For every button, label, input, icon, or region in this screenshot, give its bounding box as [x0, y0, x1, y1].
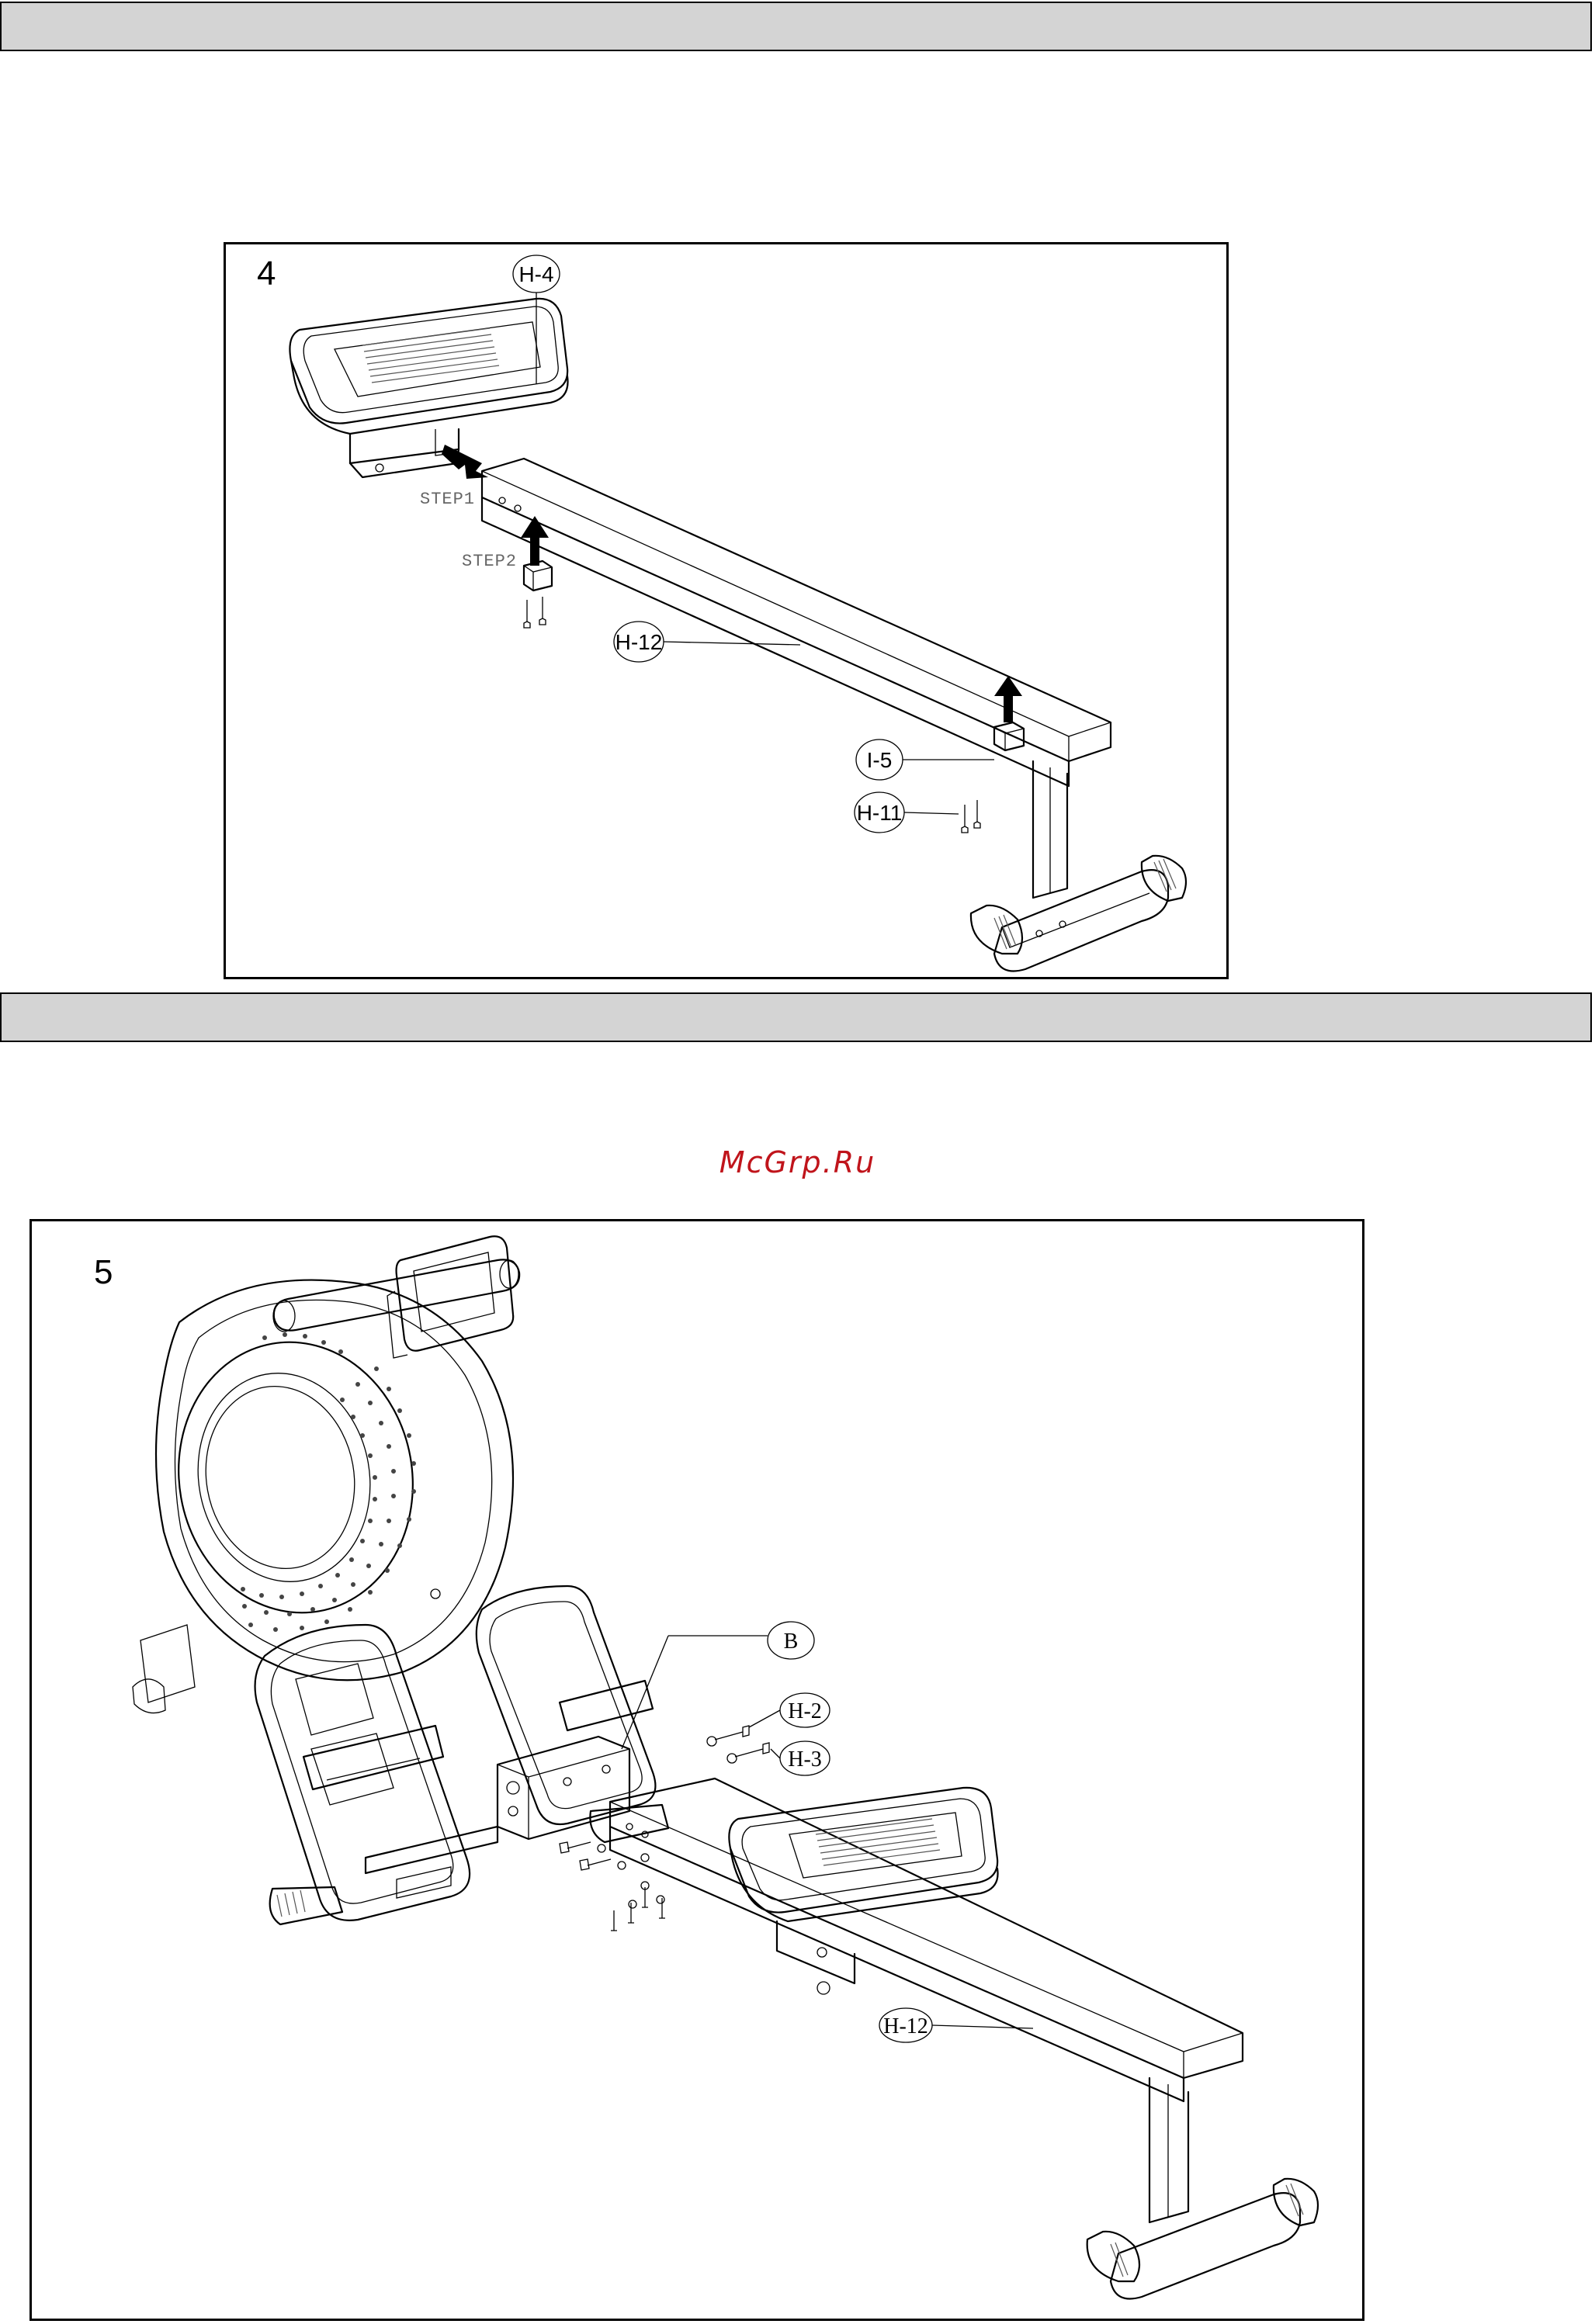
header-band-top: [0, 2, 1592, 51]
svg-text:H-11: H-11: [857, 801, 903, 825]
step2-label: STEP2: [462, 552, 517, 571]
svg-text:H-3: H-3: [788, 1747, 822, 1772]
watermark-text: McGrp.Ru: [0, 1145, 1595, 1179]
bolts-h2-h3: [707, 1726, 769, 1763]
main-rail-h12-assembled: [610, 1779, 1318, 2299]
svg-text:H-2: H-2: [788, 1699, 822, 1723]
step-5-number: 5: [94, 1253, 113, 1291]
svg-text:H-12: H-12: [883, 2014, 928, 2038]
loose-hardware: [560, 1842, 665, 1931]
seat-part-h4: [290, 299, 567, 477]
step-4-diagram: 4 H-4 STEP1: [226, 244, 1231, 982]
svg-text:H-4: H-4: [518, 262, 553, 286]
end-cap-i5: [994, 722, 1024, 750]
frame-joint-b: [133, 1625, 629, 1898]
svg-text:B: B: [784, 1630, 799, 1654]
right-footrest: [477, 1586, 668, 1842]
seat-assembled: [729, 1788, 997, 1983]
header-band-middle: [0, 992, 1592, 1042]
callout-i5: I-5: [856, 739, 994, 780]
svg-text:H-12: H-12: [615, 630, 663, 654]
step-5-figure: 5: [29, 1219, 1364, 2321]
step1-label: STEP1: [420, 490, 475, 509]
svg-text:I-5: I-5: [867, 748, 893, 772]
main-rail-h12: [482, 459, 1186, 972]
step-4-number: 4: [257, 255, 276, 293]
callout-h3: H-3: [771, 1741, 830, 1775]
step-5-diagram: 5: [32, 1221, 1367, 2323]
i5-arrow-icon: [994, 676, 1022, 722]
bolts-h11: [962, 800, 980, 833]
callout-h11: H-11: [855, 792, 959, 833]
callout-h2: H-2: [749, 1693, 830, 1727]
step-4-figure: 4 H-4 STEP1: [224, 242, 1229, 979]
bolts-front: [524, 597, 546, 628]
callout-b: B: [622, 1622, 814, 1749]
